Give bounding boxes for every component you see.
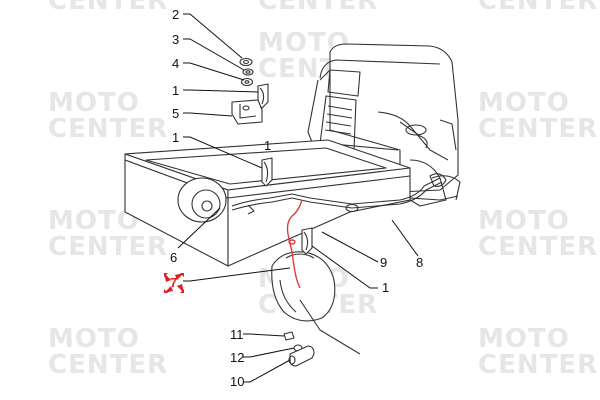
callout-7: 7: [170, 275, 177, 290]
callout-5: 5: [172, 106, 179, 121]
callout-2: 2: [172, 7, 179, 22]
callout-labels: 2 3 4 1 5 1 1 6 7 9 8 1 11 12 10: [170, 7, 423, 389]
highlighted-brake-cable: [286, 199, 303, 289]
rear-wheel: [271, 251, 361, 355]
watermark: CENTER: [478, 0, 599, 16]
callout-1: 1: [382, 280, 389, 295]
callout-4: 4: [172, 56, 179, 71]
stop-switch: [289, 345, 315, 367]
screw: [283, 331, 295, 341]
callout-8: 8: [416, 255, 423, 270]
bracket: [231, 99, 263, 125]
callout-6: 6: [170, 250, 177, 265]
callout-11: 11: [230, 327, 244, 342]
cable-clip-mid: [261, 157, 273, 187]
callout-1: 1: [172, 130, 179, 145]
small-parts: [231, 57, 313, 255]
callout-12: 12: [230, 350, 244, 365]
watermark: CENTER: [48, 0, 169, 16]
washer: [242, 68, 254, 76]
callout-10: 10: [230, 374, 244, 389]
nut: [240, 77, 254, 87]
leader-lines: [177, 13, 419, 383]
brake-cable: [231, 173, 447, 215]
spare-wheel: [177, 177, 227, 223]
highlighted-cable-end: [288, 239, 296, 245]
callout-9: 9: [380, 255, 387, 270]
screw-head: [239, 57, 253, 67]
callout-1: 1: [172, 83, 179, 98]
callout-1: 1: [264, 138, 271, 153]
watermark: CENTER: [258, 0, 379, 16]
callout-3: 3: [172, 32, 179, 47]
red-four-arrow-marker-icon[interactable]: [164, 273, 184, 293]
